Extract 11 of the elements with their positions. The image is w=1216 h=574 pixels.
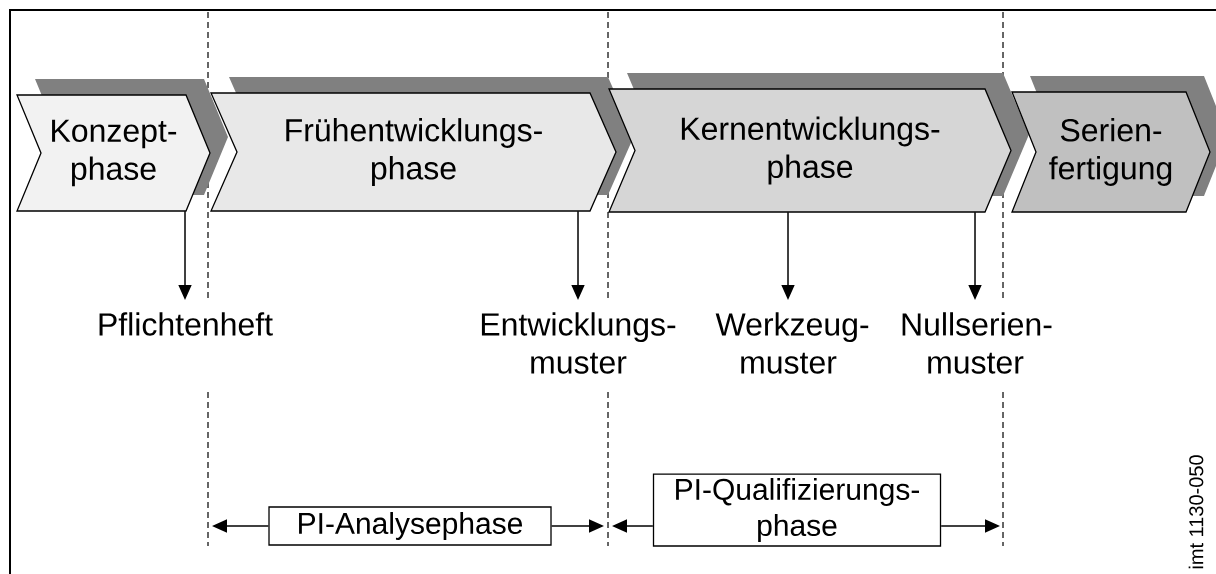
milestone-label: Pflichtenheft (99, 312, 273, 336)
phase-step: Konzept- phase (16, 79, 228, 212)
phase-step: Kernentwicklungs- phase (608, 73, 1029, 213)
milestone-label: Nullserien- muster (902, 312, 1052, 374)
milestone-label: Werkzeug- muster (715, 312, 869, 374)
phase-step: Frühentwicklungs- phase (210, 77, 634, 212)
phase-box: PI-Analysephase (268, 506, 552, 546)
figure-code: imt 1130-050 (1188, 455, 1204, 569)
phase-box: PI-Qualifizierungs- phase (652, 473, 942, 547)
milestone-label: Entwicklungs- muster (481, 312, 676, 374)
phase-step: Serien- fertigung (1011, 76, 1216, 213)
